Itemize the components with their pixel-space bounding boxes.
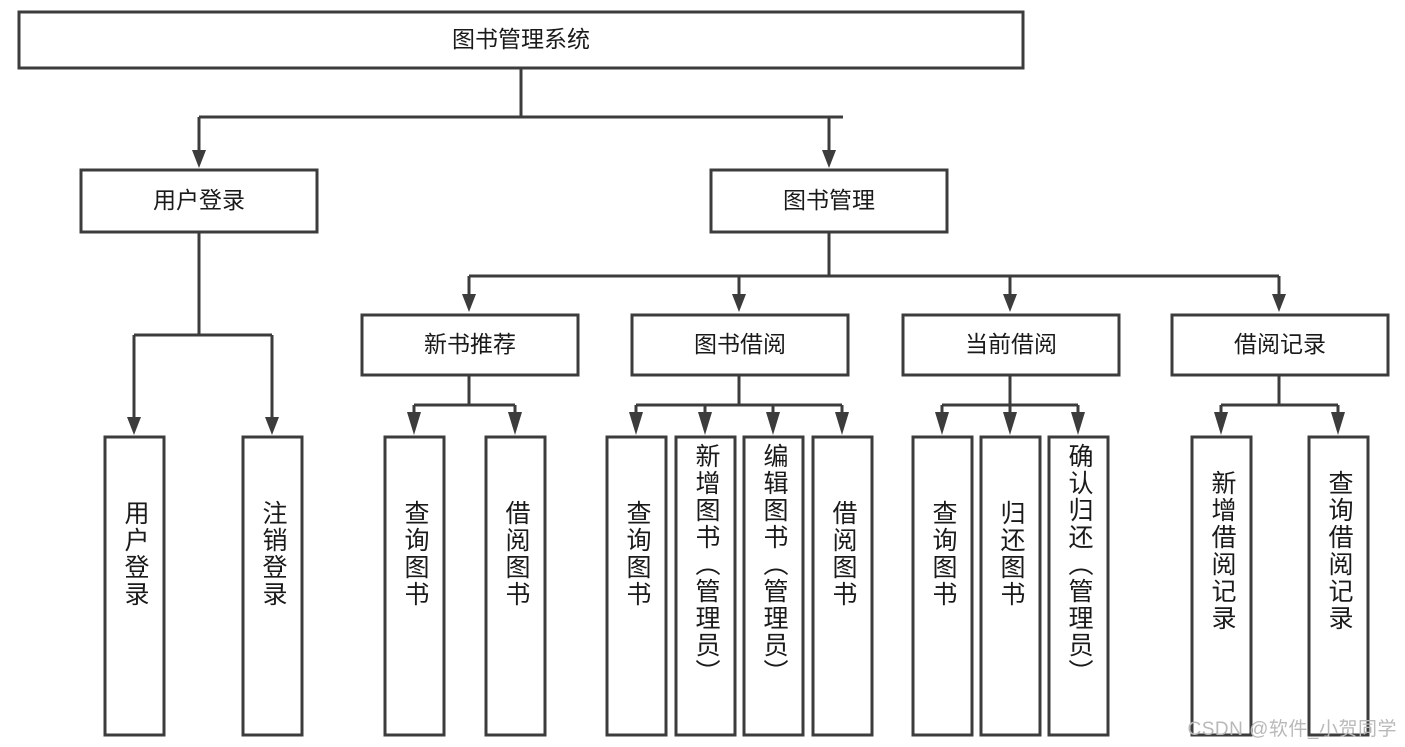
- connector-bookborrow-to-leaves: [629, 376, 849, 435]
- node-book-manage-label: 图书管理: [783, 187, 875, 213]
- leaf-box-add-borrow-record[interactable]: [1190, 435, 1253, 737]
- leaf-box-query-book-newbook[interactable]: [383, 435, 446, 737]
- node-root-box[interactable]: [17, 10, 1025, 70]
- connector-bookmanage-to-level3: [462, 233, 1286, 312]
- leaf-boxes: [103, 435, 1370, 737]
- watermark-text: CSDN @软件_小贺同学: [1187, 719, 1397, 740]
- connector-currentborrow-to-leaves: [935, 376, 1085, 435]
- node-book-manage-box[interactable]: [709, 168, 949, 234]
- connector-newbook-to-leaves: [407, 376, 522, 435]
- leaf-box-return-book[interactable]: [979, 435, 1042, 737]
- node-user-login[interactable]: 用户登录: [79, 168, 319, 234]
- leaf-box-borrow-book[interactable]: [811, 435, 874, 737]
- node-book-borrow-label: 图书借阅: [694, 331, 786, 357]
- node-current-borrow-label: 当前借阅: [965, 331, 1057, 357]
- arrow-to-book-manage: [822, 150, 836, 168]
- node-root[interactable]: 图书管理系统: [17, 10, 1025, 70]
- leaf-box-borrow-book-newbook[interactable]: [484, 435, 547, 737]
- node-new-book-recommend-box[interactable]: [360, 313, 580, 377]
- leaf-box-query-borrow-record[interactable]: [1307, 435, 1370, 737]
- connector-userlogin-to-leaves: [127, 233, 279, 435]
- node-book-borrow-box[interactable]: [630, 313, 850, 377]
- node-user-login-box[interactable]: [79, 168, 319, 234]
- leaf-box-confirm-return-admin[interactable]: [1047, 435, 1110, 737]
- node-book-manage[interactable]: 图书管理: [709, 168, 949, 234]
- node-user-login-label: 用户登录: [153, 187, 245, 213]
- leaf-box-logout[interactable]: [241, 435, 304, 737]
- node-book-borrow[interactable]: 图书借阅: [630, 313, 850, 377]
- node-borrow-record[interactable]: 借阅记录: [1170, 313, 1390, 377]
- arrow-to-user-login: [192, 150, 206, 168]
- node-borrow-record-label: 借阅记录: [1234, 331, 1326, 357]
- leaf-box-query-book-borrow[interactable]: [605, 435, 668, 737]
- leaf-box-add-book-admin[interactable]: [674, 435, 737, 737]
- node-root-label: 图书管理系统: [452, 26, 590, 52]
- leaf-box-user-login[interactable]: [103, 435, 166, 737]
- node-current-borrow[interactable]: 当前借阅: [901, 313, 1121, 377]
- node-new-book-recommend[interactable]: 新书推荐: [360, 313, 580, 377]
- node-borrow-record-box[interactable]: [1170, 313, 1390, 377]
- node-current-borrow-box[interactable]: [901, 313, 1121, 377]
- connector-root-to-level2: [192, 69, 843, 168]
- leaf-box-query-book-current[interactable]: [911, 435, 974, 737]
- node-new-book-recommend-label: 新书推荐: [424, 331, 516, 357]
- connector-borrowrecord-to-leaves: [1214, 376, 1345, 435]
- leaf-box-edit-book-admin[interactable]: [742, 435, 805, 737]
